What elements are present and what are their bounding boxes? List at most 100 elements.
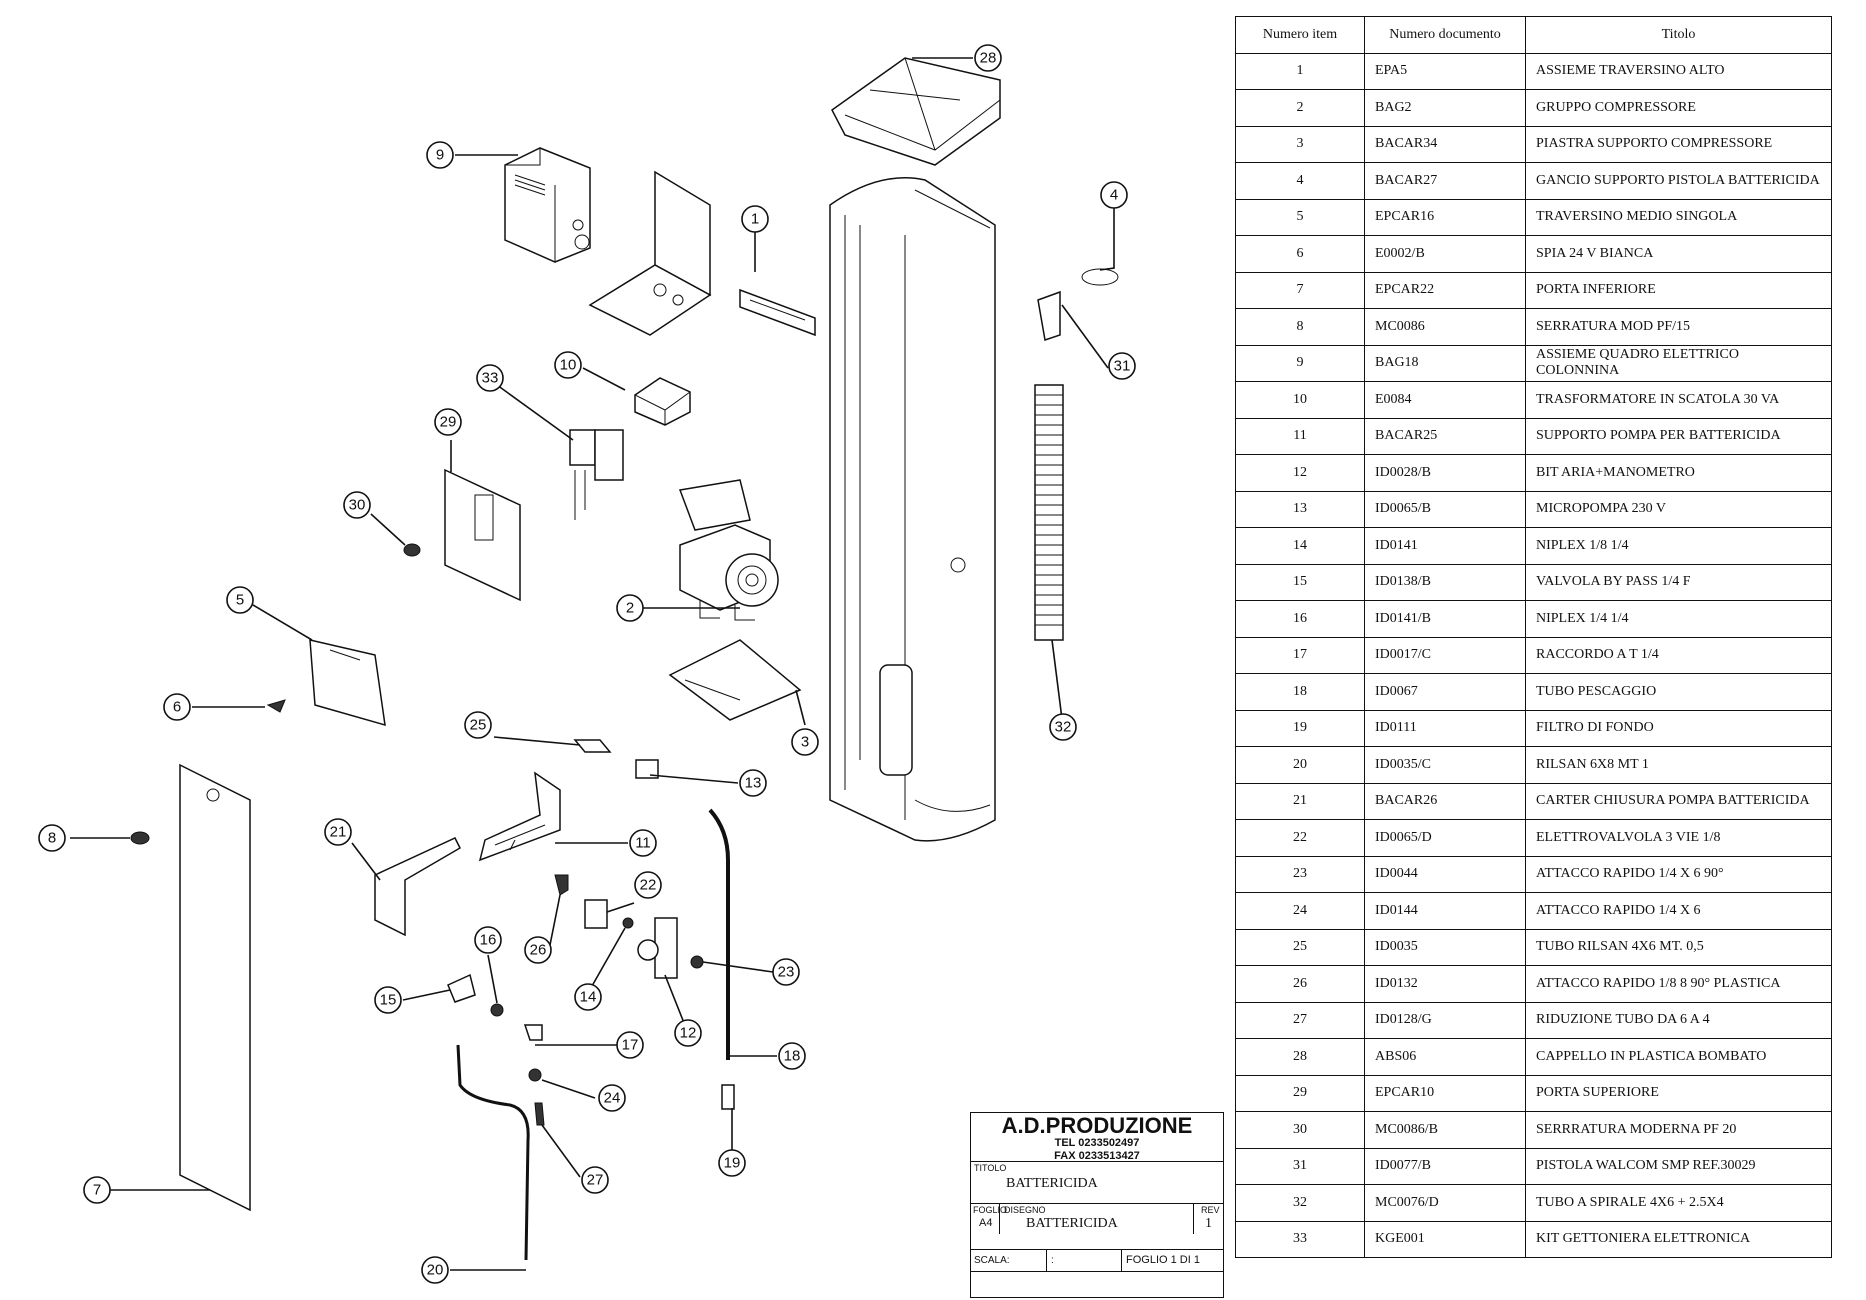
part-column (829, 177, 996, 842)
svg-text:21: 21 (330, 824, 347, 841)
cell-document-number: ID0035 (1364, 928, 1526, 966)
svg-text:27: 27 (587, 1172, 604, 1189)
callout-17: 17 (616, 1031, 644, 1059)
svg-text:30: 30 (349, 497, 366, 514)
header-title: Titolo (1525, 16, 1832, 54)
cell-document-number: MC0076/D (1364, 1184, 1526, 1222)
foglio-value: A4 (979, 1217, 993, 1229)
company-name: A.D.PRODUZIONE (1001, 1113, 1193, 1138)
svg-text:3: 3 (801, 734, 809, 751)
part-fitting-24 (528, 1068, 542, 1082)
sheet-count: FOGLIO 1 DI 1 (1126, 1254, 1200, 1266)
part-coin-kit (569, 429, 624, 520)
part-lock (403, 543, 421, 557)
svg-text:13: 13 (745, 775, 762, 792)
callout-25: 25 (464, 711, 492, 739)
cell-document-number: E0084 (1364, 381, 1526, 419)
svg-text:32: 32 (1055, 719, 1072, 736)
bottom-row (971, 1271, 1223, 1297)
cell-title: CARTER CHIUSURA POMPA BATTERICIDA (1525, 782, 1832, 820)
disegno-row: FOGLIO A4 DISEGNO BATTERICIDA REV 1 (971, 1203, 1223, 1234)
cell-title: TUBO RILSAN 4X6 MT. 0,5 (1525, 928, 1832, 966)
callout-4: 4 (1100, 181, 1128, 209)
cell-document-number: EPA5 (1364, 52, 1526, 90)
cell-title: NIPLEX 1/4 1/4 (1525, 600, 1832, 638)
scala-label: SCALA: (974, 1255, 1010, 1266)
part-air-bit (637, 917, 678, 979)
cell-item-number: 21 (1235, 782, 1365, 820)
cell-document-number: ID0077/B (1364, 1147, 1526, 1185)
cell-document-number: ID0144 (1364, 892, 1526, 930)
callout-31: 31 (1108, 352, 1136, 380)
svg-text:33: 33 (482, 370, 499, 387)
part-carter (374, 837, 461, 937)
cell-item-number: 27 (1235, 1001, 1365, 1039)
cell-title: FILTRO DI FONDO (1525, 709, 1832, 747)
cell-item-number: 15 (1235, 563, 1365, 601)
callout-21: 21 (324, 818, 352, 846)
part-spiral-hose (1034, 384, 1064, 641)
cell-document-number: ID0067 (1364, 673, 1526, 711)
svg-text:31: 31 (1114, 358, 1131, 375)
svg-text:26: 26 (530, 942, 547, 959)
scala-separator: : (1051, 1255, 1054, 1266)
callout-30: 30 (343, 491, 371, 519)
cell-title: PORTA INFERIORE (1525, 271, 1832, 309)
cell-document-number: ID0044 (1364, 855, 1526, 893)
callout-32: 32 (1049, 713, 1077, 741)
cell-title: GANCIO SUPPORTO PISTOLA BATTERICIDA (1525, 162, 1832, 200)
callout-24: 24 (598, 1084, 626, 1112)
svg-text:2: 2 (626, 600, 634, 617)
cell-title: RACCORDO A T 1/4 (1525, 636, 1832, 674)
part-suction-tube (708, 808, 730, 1060)
cell-title: BIT ARIA+MANOMETRO (1525, 454, 1832, 492)
cell-document-number: ID0132 (1364, 965, 1526, 1003)
cell-item-number: 33 (1235, 1220, 1365, 1258)
title-block: A.D.PRODUZIONE TEL 0233502497 FAX 023351… (970, 1112, 1224, 1298)
callout-26: 26 (524, 936, 552, 964)
leader-lines (70, 57, 1115, 1271)
cell-item-number: 13 (1235, 490, 1365, 528)
callout-10: 10 (554, 351, 582, 379)
cell-item-number: 23 (1235, 855, 1365, 893)
callout-29: 29 (434, 408, 462, 436)
part-transformer (634, 377, 691, 426)
table-header-row: Numero item Numero documento Titolo (1235, 16, 1832, 54)
part-lower-door (179, 763, 251, 1212)
cell-document-number: EPCAR10 (1364, 1074, 1526, 1112)
callout-19: 19 (718, 1149, 746, 1177)
cell-document-number: ID0141 (1364, 527, 1526, 565)
cell-item-number: 4 (1235, 162, 1365, 200)
part-indicator-light (266, 699, 286, 713)
svg-text:4: 4 (1110, 187, 1118, 204)
part-electrovalve (584, 899, 608, 929)
cell-item-number: 22 (1235, 819, 1365, 857)
part-compressor-plate (668, 639, 802, 721)
cell-item-number: 5 (1235, 198, 1365, 236)
part-cap (831, 57, 1001, 166)
cell-title: TRASFORMATORE IN SCATOLA 30 VA (1525, 381, 1832, 419)
svg-text:20: 20 (427, 1262, 444, 1279)
svg-text:12: 12 (680, 1025, 697, 1042)
part-lock-2 (130, 831, 150, 845)
cell-title: VALVOLA BY PASS 1/4 F (1525, 563, 1832, 601)
part-niplex-16 (490, 1003, 504, 1017)
callout-7: 7 (83, 1176, 111, 1204)
disegno-label: DISEGNO (1004, 1205, 1046, 1215)
svg-text:29: 29 (440, 414, 457, 431)
cell-title: PIASTRA SUPPORTO COMPRESSORE (1525, 125, 1832, 163)
